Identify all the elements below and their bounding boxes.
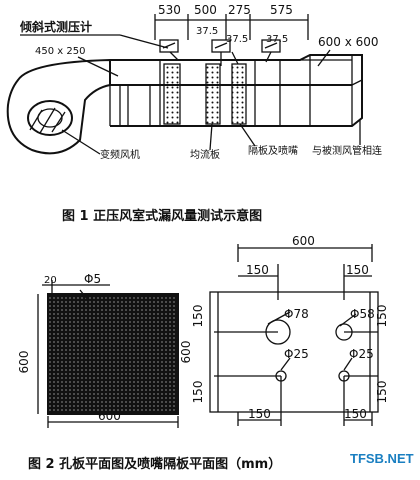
partition-right-upper-150: 150 <box>375 305 389 328</box>
figure1-caption: 图 1 正压风室式漏风量测试示意图 <box>62 208 262 224</box>
plate-hole-phi5: Φ5 <box>84 272 101 286</box>
label-phi25-right: Φ25 <box>349 347 374 361</box>
label-nozzle: 隔板及喷嘴 <box>248 144 298 157</box>
duct-large-label: 600 x 600 <box>318 35 379 49</box>
partition-left-lower-150: 150 <box>191 381 205 404</box>
nozzle-leader <box>239 123 256 147</box>
orifice-plate <box>47 293 179 415</box>
partition-top-left-150: 150 <box>246 263 269 277</box>
dim-37-5-a: 37.5 <box>196 26 218 37</box>
dim-37-5-c: 37.5 <box>266 34 288 45</box>
partition-top-right-150: 150 <box>346 263 369 277</box>
plate-leader <box>209 123 213 151</box>
dim-275: 275 <box>228 3 251 17</box>
partition-right-lower-150: 150 <box>375 381 389 404</box>
duct-body <box>109 54 363 127</box>
plate-bottom-600: 600 <box>98 409 121 423</box>
fan <box>6 58 111 155</box>
dim-500: 500 <box>194 3 217 17</box>
duct-large-leader <box>317 49 331 67</box>
label-fan: 变频风机 <box>100 148 140 161</box>
manometer-leader <box>119 34 169 49</box>
partition-bottom-left-150: 150 <box>248 407 271 421</box>
figure2-caption: 图 2 孔板平面图及喷嘴隔板平面图（mm） <box>28 456 281 472</box>
label-phi78: Φ78 <box>284 307 309 321</box>
duct-small-label: 450 x 250 <box>35 46 85 57</box>
label-phi25-left: Φ25 <box>284 347 309 361</box>
dim-530: 530 <box>158 3 181 17</box>
dim-575: 575 <box>270 3 293 17</box>
partition-side-600: 600 <box>179 341 193 364</box>
partition-top-600: 600 <box>292 234 315 248</box>
label-pipe: 与被测风管相连 <box>312 144 382 157</box>
label-plate: 均流板 <box>190 148 220 161</box>
label-phi58: Φ58 <box>350 307 375 321</box>
figure2-nozzle-partition: 600 150 150 Φ78 Φ58 Φ25 Φ25 150 150 600 … <box>179 234 389 426</box>
watermark: TFSB.NET <box>350 451 414 466</box>
figure1: 530 500 275 575 倾斜式测压计 37.5 37.5 37.5 45… <box>6 3 382 224</box>
nozzle-partition <box>209 291 379 413</box>
flow-plates <box>163 63 247 125</box>
manometer-title: 倾斜式测压计 <box>19 19 92 34</box>
top-dimension-line <box>154 14 309 40</box>
partition-left-upper-150: 150 <box>191 305 205 328</box>
plate-side-600: 600 <box>17 351 31 374</box>
manometer-gauges <box>159 39 281 66</box>
figure2-orifice-plate: 20 Φ5 600 600 <box>17 272 179 428</box>
fan-leader <box>61 129 101 155</box>
partition-bottom-right-150: 150 <box>344 407 367 421</box>
plate-offset-20: 20 <box>44 275 57 286</box>
dim-37-5-b: 37.5 <box>226 34 248 45</box>
